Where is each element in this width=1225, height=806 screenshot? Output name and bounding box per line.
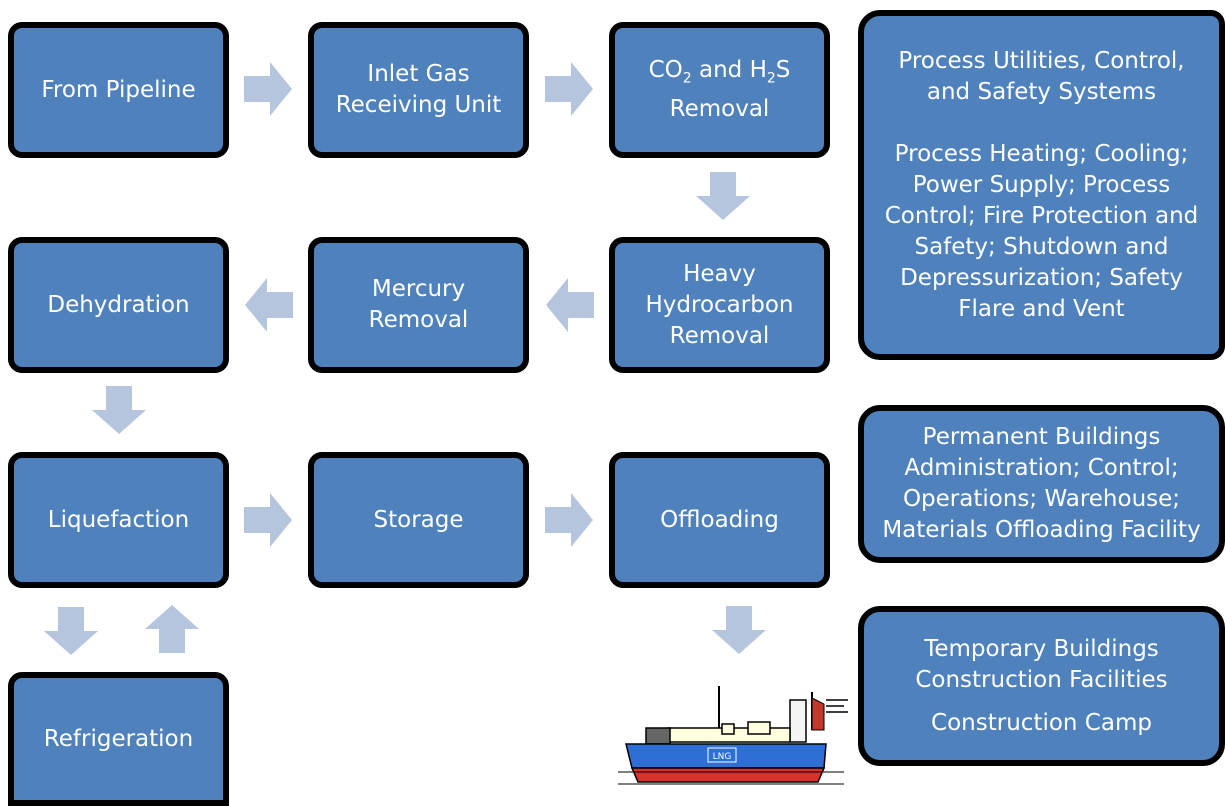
refrigeration-label: Refrigeration [43,725,194,752]
from-pipeline-box: From Pipeline [8,22,229,158]
arrow-left-1 [546,278,594,332]
permanent-line4: Materials Offloading Facility [882,517,1201,543]
permanent-line2: Administration; Control; [904,455,1179,481]
dehydration-label: Dehydration [47,291,190,318]
co2-h2s-label-line1: CO2 and H2S [648,56,791,87]
offloading-box: Offloading [609,452,830,588]
utilities-body-line5: Depressurization; Safety [900,264,1183,291]
utilities-body-line2: Power Supply; Process [912,171,1171,198]
arrow-down-2 [92,386,146,434]
temporary-line3: Construction Camp [931,709,1152,736]
heavy-hc-label-line1: Heavy [683,260,756,287]
dehydration-box: Dehydration [8,237,229,373]
refrigeration-box: Refrigeration [8,672,229,806]
process-utilities-box: Process Utilities, Control, and Safety S… [858,10,1225,360]
temporary-line1: Temporary Buildings [924,635,1159,662]
mercury-label-line1: Mercury [371,276,466,302]
arrow-right-1 [244,62,292,116]
utilities-body-line4: Safety; Shutdown and [914,233,1169,260]
lng-tanker-ship-icon: LNG [612,682,852,790]
inlet-gas-label-line2: Receiving Unit [335,92,502,118]
arrow-right-2 [545,62,593,116]
offloading-label: Offloading [660,506,779,533]
utilities-body-line1: Process Heating; Cooling; [894,140,1189,167]
permanent-buildings-box: Permanent Buildings Administration; Cont… [858,405,1225,563]
liquefaction-box: Liquefaction [8,452,229,588]
inlet-gas-label-line1: Inlet Gas [367,61,470,87]
inlet-gas-receiving-unit-box: Inlet Gas Receiving Unit [308,22,529,158]
co2-h2s-label-line2: Removal [669,96,770,123]
temporary-line2: Construction Facilities [915,666,1168,693]
arrow-down-3 [712,606,766,654]
heavy-hc-label-line3: Removal [669,322,770,349]
mercury-removal-box: Mercury Removal [308,237,529,373]
permanent-line3: Operations; Warehouse; [902,486,1181,512]
liquefaction-label: Liquefaction [47,506,190,533]
temporary-buildings-box: Temporary Buildings Construction Facilit… [858,606,1225,766]
arrow-right-4 [545,493,593,547]
arrow-down-1 [696,172,750,220]
utilities-title-line1: Process Utilities, Control, [898,47,1185,74]
arrow-up-1 [145,605,199,653]
arrow-right-3 [244,493,292,547]
heavy-hc-label-line2: Hydrocarbon [645,291,794,318]
arrow-left-2 [245,278,293,332]
permanent-line1: Permanent Buildings [922,424,1161,450]
heavy-hydrocarbon-removal-box: Heavy Hydrocarbon Removal [609,237,830,373]
co2-h2s-removal-box: CO2 and H2S Removal [609,22,830,158]
mercury-label-line2: Removal [368,307,469,333]
utilities-title-line2: and Safety Systems [926,78,1157,105]
storage-label: Storage [373,506,464,533]
from-pipeline-label: From Pipeline [41,76,196,103]
utilities-body-line6: Flare and Vent [958,295,1125,322]
ship-hull-label: LNG [713,752,732,762]
utilities-body-line3: Control; Fire Protection and [884,202,1199,229]
arrow-down-4 [44,607,98,655]
storage-box: Storage [308,452,529,588]
